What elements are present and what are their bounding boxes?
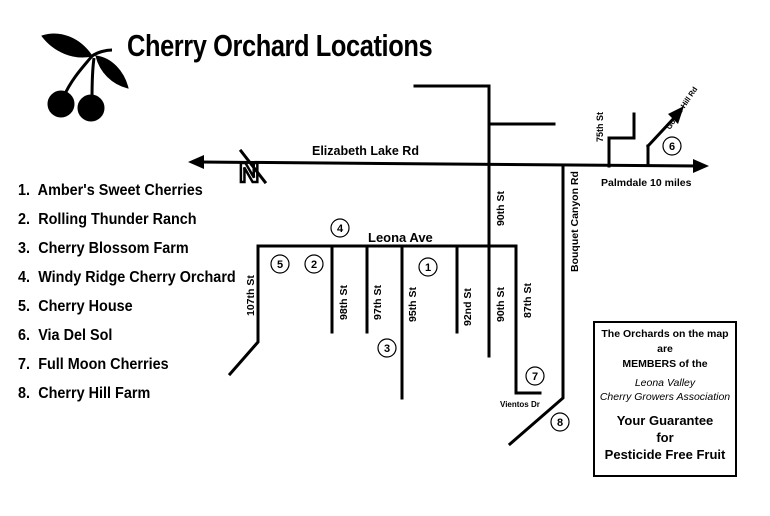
87th-st-label: 87th St — [522, 282, 534, 318]
marker-5[interactable]: 5 — [277, 259, 283, 271]
legend-item[interactable]: 6. Via Del Sol — [18, 325, 236, 354]
legend-label: Windy Ridge Cherry Orchard — [38, 269, 236, 286]
infobox-association-text: Leona Valley Cherry Growers Association — [595, 376, 735, 404]
legend-item[interactable]: 5. Cherry House — [18, 296, 236, 325]
legend-item[interactable]: 4. Windy Ridge Cherry Orchard — [18, 267, 236, 296]
90th-st-lower-label: 90th St — [495, 286, 507, 322]
legend-label: Full Moon Cherries — [38, 356, 169, 373]
infobox-guarantee-text: Your Guarantee for Pesticide Free Fruit — [595, 412, 735, 463]
92nd-st-label: 92nd St — [462, 288, 474, 326]
legend-item[interactable]: 1. Amber's Sweet Cherries — [18, 180, 236, 209]
legend-number: 3. — [18, 240, 31, 257]
legend-label: Cherry Blossom Farm — [38, 240, 189, 257]
marker-1-ring — [418, 257, 438, 277]
legend-number: 6. — [18, 327, 31, 344]
leona-ave-label: Leona Ave — [368, 230, 433, 245]
87th-st-road — [514, 244, 542, 395]
page-title: Cherry Orchard Locations — [127, 28, 433, 63]
legend-label: Cherry Hill Farm — [38, 385, 151, 402]
elizabeth-lake-label: Elizabeth Lake Rd — [312, 144, 419, 158]
membership-infobox: The Orchards on the map are MEMBERS of t… — [593, 321, 737, 477]
bouquet-canyon-road — [507, 164, 565, 447]
legend-number: 1. — [18, 182, 31, 199]
marker-2-ring — [304, 254, 324, 274]
legend-number: 4. — [18, 269, 31, 286]
marker-7[interactable]: 7 — [532, 371, 538, 383]
107th-st-label: 107th St — [245, 275, 257, 316]
legend-item[interactable]: 3. Cherry Blossom Farm — [18, 238, 236, 267]
infobox-line: Cherry Growers Association — [599, 391, 731, 403]
infobox-line: for — [656, 430, 674, 445]
east-arrowhead — [693, 159, 709, 173]
90th-st-upper-road — [413, 84, 491, 358]
infobox-line: MEMBERS of the — [622, 358, 708, 370]
97th-st-label: 97th St — [372, 284, 384, 320]
75th-st-label: 75th St — [595, 112, 605, 142]
legend-number: 7. — [18, 356, 31, 373]
legend-number: 5. — [18, 298, 31, 315]
marker-5-ring — [270, 254, 290, 274]
legend-label: Rolling Thunder Ranch — [38, 211, 197, 228]
98th-st-label: 98th St — [338, 284, 350, 320]
legend-label: Cherry House — [38, 298, 133, 315]
elizabeth-lake-road — [198, 160, 700, 168]
marker-7-ring — [525, 366, 545, 386]
marker-3-ring — [377, 338, 397, 358]
infobox-members-text: The Orchards on the map are MEMBERS of t… — [595, 327, 735, 372]
marker-1[interactable]: 1 — [425, 262, 431, 274]
95th-st-label: 95th St — [407, 286, 419, 322]
marker-6[interactable]: 6 — [669, 141, 675, 153]
west-arrowhead — [188, 155, 204, 169]
vientos-label: Vientos Dr — [500, 400, 540, 409]
godde-hill-road-diagonal — [645, 114, 678, 149]
75th-st-road — [607, 112, 636, 168]
infobox-line: Leona Valley — [634, 377, 696, 389]
90th-st-upper-label: 90th St — [495, 190, 507, 226]
orchard-legend: 1. Amber's Sweet Cherries 2. Rolling Thu… — [18, 180, 260, 412]
infobox-line: Pesticide Free Fruit — [604, 447, 726, 462]
legend-label: Via Del Sol — [38, 327, 113, 344]
legend-item[interactable]: 7. Full Moon Cherries — [18, 354, 236, 383]
107th-st-road — [227, 244, 260, 377]
godde-hill-label: Godde Hill Rd — [664, 85, 699, 131]
legend-number: 8. — [18, 385, 31, 402]
legend-number: 2. — [18, 211, 31, 228]
north-arrow-icon — [238, 148, 268, 185]
marker-3[interactable]: 3 — [384, 343, 390, 355]
bouquet-canyon-label: Bouquet Canyon Rd — [569, 171, 581, 272]
infobox-line: Your Guarantee — [616, 413, 714, 428]
marker-6-ring — [662, 136, 682, 156]
marker-8[interactable]: 8 — [557, 417, 563, 429]
infobox-line: The Orchards on the map are — [601, 328, 729, 355]
legend-item[interactable]: 2. Rolling Thunder Ranch — [18, 209, 236, 238]
legend-label: Amber's Sweet Cherries — [37, 182, 203, 199]
palmdale-label: Palmdale 10 miles — [601, 177, 692, 189]
legend-item[interactable]: 8. Cherry Hill Farm — [18, 383, 236, 412]
cherry-icon — [41, 33, 129, 122]
marker-2[interactable]: 2 — [311, 259, 317, 271]
marker-8-ring — [550, 412, 570, 432]
marker-4[interactable]: 4 — [337, 223, 344, 235]
godde-arrowhead — [668, 106, 684, 124]
marker-4-ring — [330, 218, 350, 238]
